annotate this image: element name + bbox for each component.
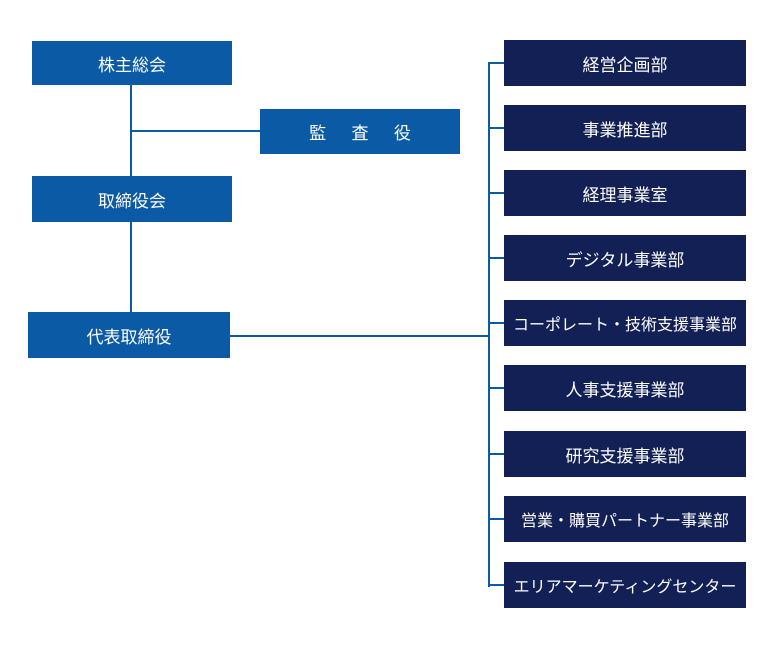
department-box: 事業推進部: [504, 105, 746, 151]
auditor-label: 監 査 役: [309, 124, 421, 144]
department-box: 研究支援事業部: [504, 431, 746, 477]
connector-board-ceo: [130, 222, 132, 312]
auditor-box: 監 査 役: [260, 109, 460, 154]
department-label: 経営企画部: [582, 55, 668, 76]
department-label: エリアマーケティングセンター: [513, 577, 737, 596]
shareholders-meeting-label: 株主総会: [98, 55, 166, 76]
branch-line: [488, 192, 504, 194]
representative-director-box: 代表取締役: [28, 312, 230, 358]
shareholders-meeting-box: 株主総会: [32, 41, 232, 85]
department-label: コーポレート・技術支援事業部: [512, 315, 737, 334]
connector-to-auditor: [130, 130, 260, 132]
department-label: 経理事業室: [582, 185, 668, 206]
board-of-directors-box: 取締役会: [32, 176, 232, 222]
department-box: デジタル事業部: [504, 235, 746, 281]
department-box: 経営企画部: [504, 40, 746, 86]
branch-line: [488, 387, 504, 389]
branch-line: [488, 518, 504, 520]
department-label: 営業・購買パートナー事業部: [520, 511, 729, 530]
representative-director-label: 代表取締役: [86, 327, 172, 348]
department-label: 事業推進部: [582, 120, 668, 141]
department-trunk-line: [488, 62, 490, 587]
department-box: 営業・購買パートナー事業部: [504, 496, 746, 542]
branch-line: [488, 127, 504, 129]
branch-line: [488, 584, 504, 586]
department-label: 人事支援事業部: [565, 380, 685, 401]
department-box: コーポレート・技術支援事業部: [504, 300, 746, 346]
board-of-directors-label: 取締役会: [98, 191, 166, 212]
department-box: 経理事業室: [504, 170, 746, 216]
branch-line: [488, 453, 504, 455]
branch-line: [488, 257, 504, 259]
connector-ceo-to-trunk: [230, 335, 488, 337]
branch-line: [488, 322, 504, 324]
department-label: デジタル事業部: [565, 250, 685, 271]
branch-line: [488, 62, 504, 64]
department-box: 人事支援事業部: [504, 365, 746, 411]
department-box: エリアマーケティングセンター: [504, 562, 746, 608]
department-label: 研究支援事業部: [565, 446, 685, 467]
